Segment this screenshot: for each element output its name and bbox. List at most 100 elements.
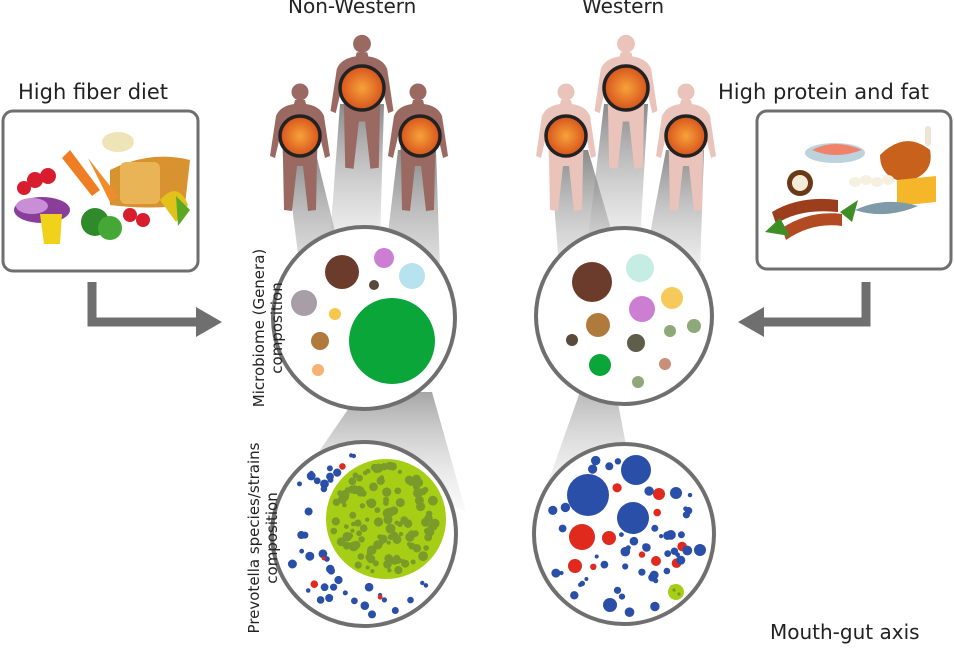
prevotella-strain-dot — [354, 561, 362, 569]
species-dot — [548, 505, 558, 515]
prevotella-strain-dot — [348, 477, 357, 486]
mouth-gut-axis-label: Mouth-gut axis — [770, 620, 920, 644]
prevotella-strain-dot — [352, 472, 359, 479]
species-dot — [568, 559, 582, 573]
arrow-icon — [196, 307, 222, 337]
prevotella-strain-dot — [358, 536, 365, 543]
arrow-icon — [738, 307, 764, 337]
prevotella-strain-dot — [360, 489, 365, 495]
prevotella-strain-dot — [395, 498, 405, 508]
prevotella-strain-dot — [349, 511, 357, 519]
prevotella-strain-dot — [672, 588, 676, 592]
species-dot — [642, 543, 649, 550]
gut-icon — [544, 114, 588, 158]
species-dot — [559, 570, 564, 576]
species-dot — [299, 548, 305, 554]
species-dot — [297, 481, 302, 487]
prevotella-strain-dot — [376, 476, 385, 485]
species-dot — [334, 575, 343, 585]
prevotella-strain-dot — [383, 500, 389, 506]
prevotella-strain-dot — [351, 540, 361, 550]
prevotella-strain-dot — [337, 490, 343, 497]
species-dot — [351, 597, 358, 605]
prevotella-strain-dot — [394, 520, 400, 526]
prevotella-strain-dot — [354, 519, 362, 527]
species-dot — [603, 598, 617, 612]
prevotella-strain-dot — [350, 528, 355, 533]
prevotella-strain-dot — [365, 517, 370, 522]
prevotella-strain-dot — [342, 541, 351, 550]
species-dot — [349, 453, 354, 458]
species-dot — [687, 492, 693, 498]
prevotella-strain-dot — [385, 523, 396, 534]
species-dot — [360, 601, 370, 610]
prevotella-strain-dot — [410, 559, 416, 565]
species-dot — [326, 472, 334, 481]
species-dot — [567, 474, 609, 516]
species-dot — [578, 582, 583, 587]
species-dot — [590, 563, 597, 570]
prevotella-strain-dot — [385, 507, 395, 517]
species-dot — [364, 582, 374, 592]
high-protein-fat-label: High protein and fat — [718, 80, 929, 104]
prevotella-strain-dot — [416, 502, 426, 512]
prevotella-strain-dot — [356, 530, 362, 537]
species-dot — [682, 545, 693, 556]
species-dot — [624, 607, 635, 617]
species-dot — [602, 531, 616, 545]
non-western-title: Non-Western — [288, 0, 417, 18]
species-dot — [670, 547, 679, 555]
species-dot — [653, 578, 659, 584]
species-dot — [663, 567, 671, 575]
prevotella-label-line2: composition — [263, 492, 281, 584]
prevotella-strain-dot — [365, 468, 371, 474]
prevotella-strain-dot — [372, 465, 381, 473]
species-dot — [318, 549, 328, 559]
microbiome-axis-label: Microbiome (Genera) composition — [250, 228, 286, 428]
species-dot — [684, 507, 693, 515]
species-dot — [605, 462, 614, 471]
prevotella-strain-dot — [419, 488, 427, 496]
prevotella-strain-dot — [359, 503, 366, 509]
species-dot — [612, 483, 622, 493]
species-dot — [306, 471, 316, 481]
species-dot — [310, 580, 319, 588]
species-dot — [560, 502, 571, 513]
prevotella-strain-dot — [357, 553, 365, 560]
species-dot — [594, 554, 599, 559]
prevotella-strain-dot — [398, 531, 404, 537]
species-dot — [327, 567, 335, 575]
prevotella-strain-dot — [421, 517, 431, 527]
species-dot — [287, 559, 297, 569]
prevotella-strain-dot — [343, 524, 349, 529]
species-dot — [620, 546, 631, 557]
prevotella-strain-dot — [365, 565, 370, 570]
prevotella-strain-dot — [394, 487, 402, 495]
prevotella-strain-dot — [342, 532, 352, 542]
species-dot — [584, 577, 589, 581]
species-dot — [670, 487, 682, 499]
western-title: Western — [582, 0, 665, 18]
prevotella-strain-dot — [330, 527, 338, 535]
species-dot — [339, 463, 346, 470]
high-fiber-food-box — [1, 109, 200, 273]
species-dot — [407, 596, 414, 604]
arrow-icon — [764, 282, 871, 327]
high-fiber-diet-label: High fiber diet — [18, 80, 169, 104]
species-dot — [305, 551, 315, 561]
species-dot — [301, 531, 309, 539]
species-dot — [588, 464, 598, 474]
species-dot — [330, 583, 338, 591]
species-dot — [653, 508, 661, 517]
species-dot — [649, 570, 659, 580]
species-dot — [638, 568, 646, 576]
gut-icon — [338, 64, 386, 112]
species-dot — [653, 488, 665, 500]
species-dot — [333, 468, 342, 477]
species-dot — [617, 502, 649, 534]
species-dot — [622, 563, 629, 570]
species-dot — [591, 455, 601, 466]
species-dot — [342, 590, 348, 596]
prevotella-strain-dot — [366, 554, 376, 564]
